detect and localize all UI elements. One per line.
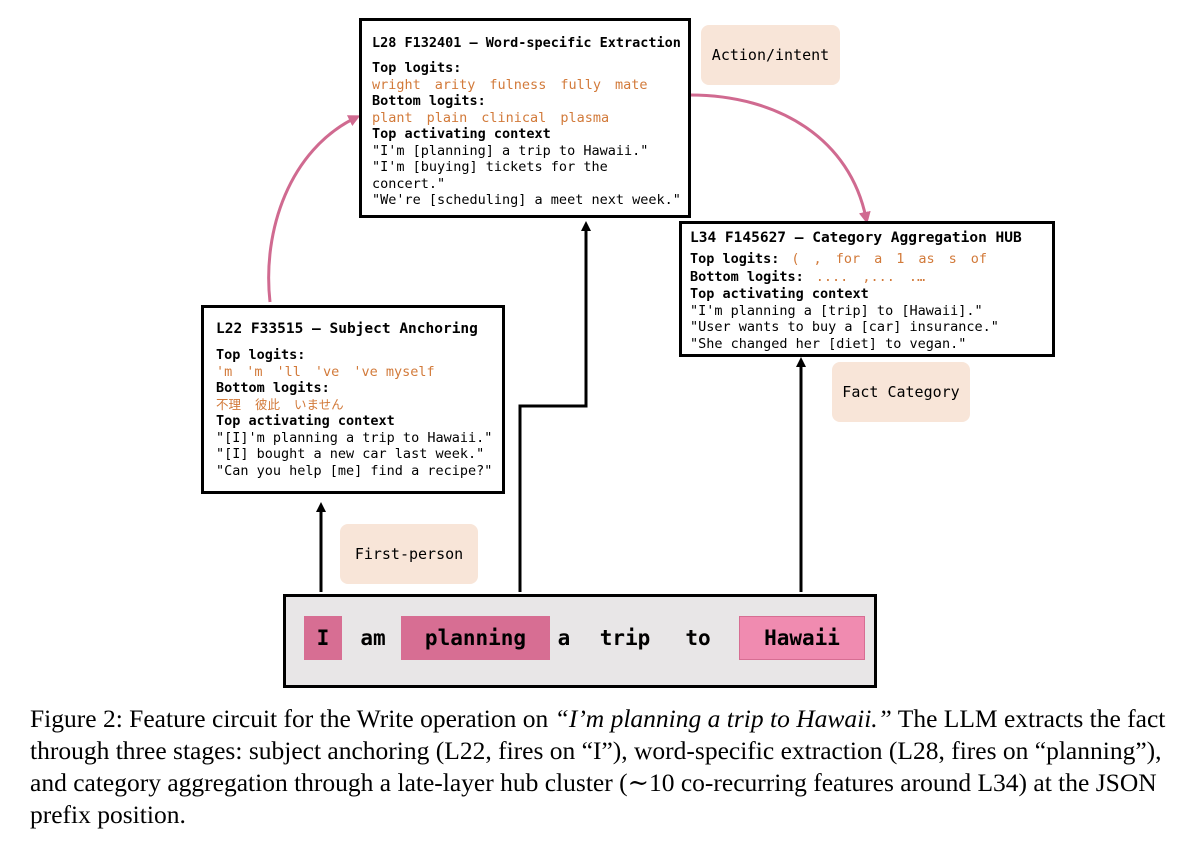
logit-token: plasma — [560, 109, 610, 126]
context-label: Top activating context — [372, 126, 551, 142]
logit-token: a — [874, 251, 883, 267]
logit-token: .… — [908, 269, 926, 285]
feature-title: L22 F33515 — Subject Anchoring — [216, 321, 478, 337]
logit-token: ( — [791, 251, 800, 267]
context-line: "We're [scheduling] a meet next week." — [372, 192, 681, 208]
logit-token: 不理 — [216, 396, 242, 412]
input-sentence: I am planning a trip to Hawaii — [283, 594, 877, 688]
arrow-planning-to-l28 — [518, 221, 591, 592]
token-am: am — [360, 626, 386, 650]
logit-token: 've — [314, 363, 340, 380]
figure-caption: Figure 2: Feature circuit for the Write … — [30, 703, 1170, 831]
logit-token: wright — [372, 76, 421, 93]
logit-token: 彼此 — [255, 396, 281, 412]
top-logits: wright arity fulness fully mate — [372, 77, 678, 94]
bottom-logits-row: Bottom logits: ....,... .… — [690, 268, 1042, 286]
feature-box-l28: L28 F132401 — Word-specific Extraction T… — [359, 18, 691, 218]
feature-box-l22: L22 F33515 — Subject Anchoring Top logit… — [201, 305, 505, 494]
tag-first-person: First-person — [340, 524, 478, 584]
logit-token: ,... — [862, 269, 895, 285]
bottom-logits: plant plain clinical plasma — [372, 110, 678, 127]
context-line: concert." — [372, 175, 446, 192]
context-label: Top activating context — [690, 286, 869, 302]
tag-fact-category: Fact Category — [832, 362, 970, 422]
top-logits: 'm 'm 'll 've 've myself — [216, 364, 492, 381]
logit-token: fulness — [489, 76, 547, 93]
caption-body: The LLM extracts the fact through three … — [30, 704, 1166, 829]
logit-token: of — [970, 251, 988, 267]
context-line: "She changed her [diet] to vegan." — [690, 335, 967, 352]
feature-box-l34: L34 F145627 — Category Aggregation HUB T… — [679, 221, 1055, 357]
arrow-l22-to-l28 — [267, 115, 361, 303]
logit-token: 've myself — [353, 363, 435, 380]
tag-action-intent: Action/intent — [701, 25, 840, 85]
caption-quote: “I’m planning a trip to Hawaii.” — [554, 704, 892, 733]
logit-token: for — [835, 251, 861, 267]
bottom-logits: ....,... .… — [816, 269, 939, 285]
context-lines: "I'm [planning] a trip to Hawaii." "I'm … — [372, 142, 681, 209]
token-i: I — [304, 616, 342, 660]
arrow-l28-to-l34 — [689, 93, 871, 224]
context-line: "[I]'m planning a trip to Hawaii." — [216, 429, 493, 446]
token-a: a — [557, 626, 571, 650]
logit-token: arity — [434, 76, 476, 93]
logit-token: plant — [372, 109, 413, 126]
token-planning: planning — [401, 616, 550, 660]
token-to: to — [685, 626, 711, 650]
context-line: "I'm [buying] tickets for the — [372, 159, 608, 175]
logit-token: .... — [815, 269, 849, 285]
context-line: "I'm [planning] a trip to Hawaii." — [372, 142, 649, 159]
context-line: "Can you help [me] find a recipe?" — [216, 462, 493, 479]
logit-token: 'll — [276, 363, 301, 380]
logit-token: 'm — [216, 363, 233, 380]
logit-token: mate — [614, 76, 648, 93]
logit-token: clinical — [481, 109, 547, 126]
logit-token: 1 — [896, 251, 905, 267]
logit-token: いません — [294, 396, 344, 412]
logit-token: as — [918, 251, 935, 267]
feature-title: L34 F145627 — Category Aggregation HUB — [690, 230, 1022, 246]
token-trip: trip — [599, 626, 651, 650]
context-label: Top activating context — [216, 413, 395, 429]
logit-token: plain — [426, 109, 468, 126]
top-logits-label: Top logits: — [690, 251, 780, 267]
top-logits-label: Top logits: — [372, 60, 462, 76]
context-line: "[I] bought a new car last week." — [216, 446, 485, 462]
context-line: "User wants to buy a [car] insurance." — [690, 319, 999, 335]
context-lines: "I'm planning a [trip] to [Hawaii]." "Us… — [690, 303, 1042, 353]
bottom-logits: 不理彼此いません — [216, 397, 492, 414]
top-logits-label: Top logits: — [216, 347, 306, 363]
token-hawaii: Hawaii — [739, 616, 865, 660]
caption-prefix: Figure 2: Feature circuit for the Write … — [30, 704, 555, 733]
logit-token: fully — [560, 76, 601, 93]
context-lines: "[I]'m planning a trip to Hawaii." "[I] … — [216, 430, 492, 480]
feature-title: L28 F132401 — Word-specific Extraction — [372, 35, 681, 51]
bottom-logits-label: Bottom logits: — [372, 93, 486, 109]
logit-token: 'm — [246, 363, 263, 380]
context-line: "I'm planning a [trip] to [Hawaii]." — [690, 302, 983, 319]
logit-token: , — [813, 251, 822, 267]
bottom-logits-label: Bottom logits: — [690, 269, 804, 285]
logit-token: s — [948, 251, 957, 267]
bottom-logits-label: Bottom logits: — [216, 380, 330, 396]
